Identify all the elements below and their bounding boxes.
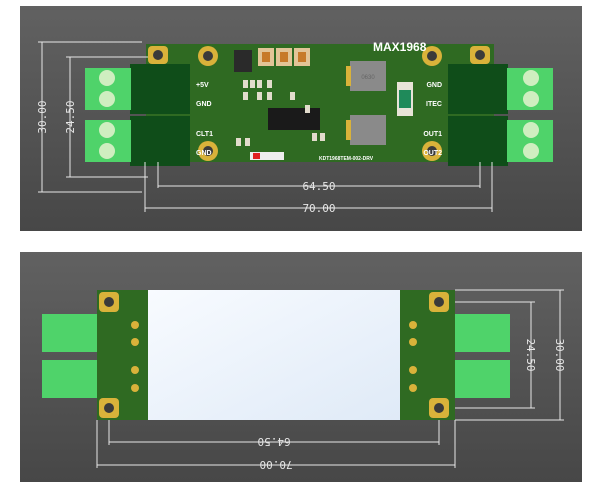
- dim-width-inner: 64.50: [302, 180, 335, 193]
- dim-width-outer-bottom: 70.00: [259, 458, 292, 471]
- label-clt1: CLT1: [196, 131, 213, 138]
- inductor-marking: 0630: [361, 75, 375, 81]
- heatsink-area: [148, 290, 400, 420]
- dim-height-outer-bottom: 30.00: [553, 338, 566, 371]
- label-5v: +5V: [196, 82, 209, 89]
- board-name: KDT1968TEM-002-DRV: [319, 156, 374, 162]
- dimension-lines-bottom: [96, 289, 564, 468]
- label-out1: OUT1: [423, 131, 442, 138]
- terminal-blocks-bottom: [42, 314, 510, 398]
- label-itec: ITEC: [426, 101, 442, 108]
- label-gnd-2: GND: [196, 150, 212, 157]
- bottom-pads: [99, 292, 449, 418]
- terminal-blocks-top: [85, 64, 553, 166]
- dim-width-outer: 70.00: [302, 202, 335, 215]
- top-view-panel: 0630 MAX1968 KDT1968TEM-002-DRV +5V GND …: [20, 6, 582, 231]
- components: 0630: [234, 48, 413, 160]
- label-gnd-r: GND: [426, 82, 442, 89]
- label-gnd-1: GND: [196, 101, 212, 108]
- dim-height-inner-bottom: 24.50: [524, 338, 537, 371]
- dim-height-inner: 24.50: [64, 100, 77, 133]
- chip-title: MAX1968: [373, 40, 427, 54]
- dim-width-inner-bottom: 64.50: [257, 435, 290, 448]
- dim-height-outer: 30.00: [36, 100, 49, 133]
- bottom-view-panel: 30.00 24.50 64.50 70.00: [20, 252, 582, 482]
- label-out2: OUT2: [423, 150, 442, 157]
- dimension-lines-top: [38, 41, 493, 212]
